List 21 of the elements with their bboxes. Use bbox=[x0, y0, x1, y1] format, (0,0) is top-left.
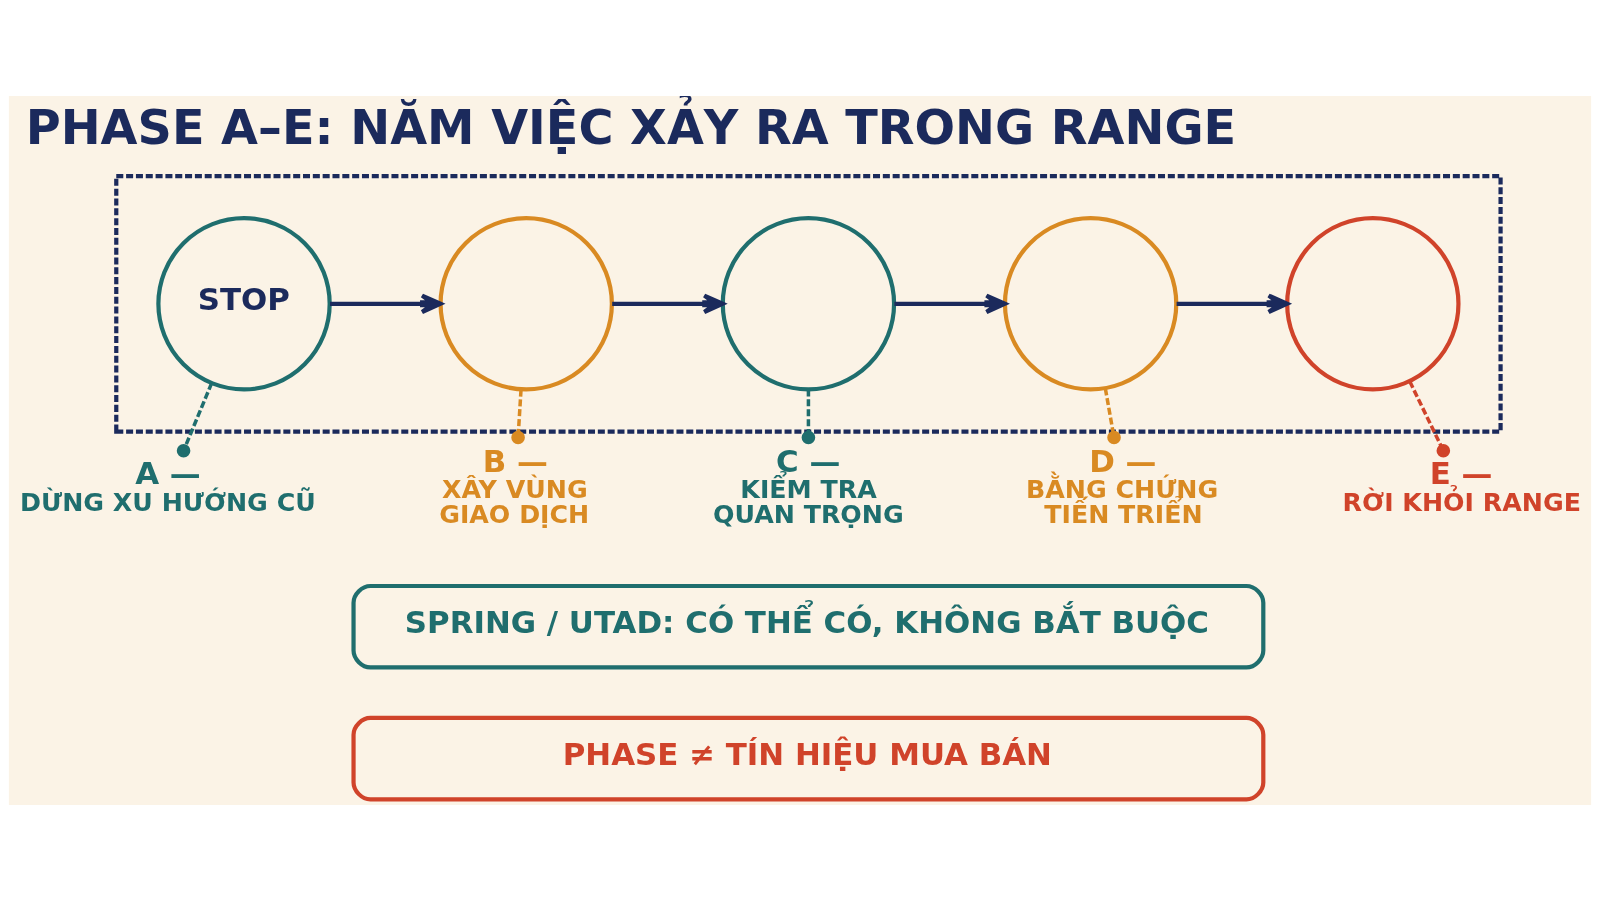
arrow bbox=[330, 292, 443, 314]
node-text: C — KIỂM TRA QUAN TRỌNG bbox=[712, 442, 904, 529]
node-box: PHASE ≠ TÍN HIỆU MUA BÁN bbox=[351, 715, 1266, 801]
node-text: E — RỜI KHỎI RANGE bbox=[1342, 454, 1581, 517]
arrow bbox=[612, 292, 725, 314]
node-circle bbox=[438, 215, 614, 392]
node-text: B — XÂY VÙNG GIAO DỊCH bbox=[439, 442, 590, 529]
node-text: D — BẰNG CHỨNG TIẾN TRIỂN bbox=[1026, 442, 1219, 529]
node-circle bbox=[1002, 215, 1179, 392]
node-circle bbox=[720, 215, 897, 392]
connector bbox=[801, 389, 816, 444]
connector bbox=[1408, 380, 1451, 457]
arrow bbox=[894, 292, 1007, 314]
connector bbox=[511, 388, 525, 444]
node-circle bbox=[1285, 215, 1461, 392]
node-box: SPRING / UTAD: CÓ THỂ CÓ, KHÔNG BẮT BUỘC bbox=[351, 583, 1266, 669]
arrow bbox=[1176, 292, 1290, 314]
connector bbox=[1103, 387, 1121, 444]
node-circle: STOP bbox=[156, 215, 332, 392]
connector bbox=[176, 381, 214, 458]
node-text: A — DỪNG XU HƯỚNG CŨ bbox=[20, 454, 316, 517]
